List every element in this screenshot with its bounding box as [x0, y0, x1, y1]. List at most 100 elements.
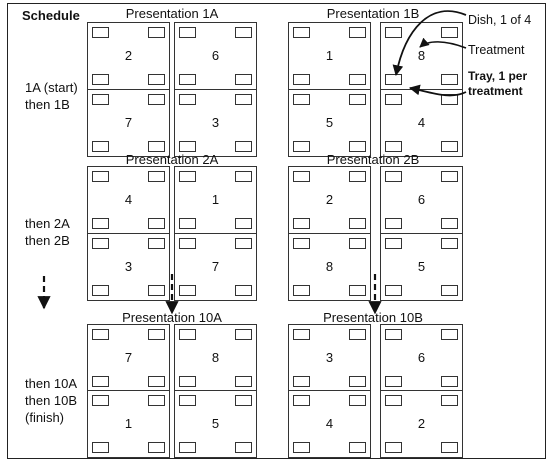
dish: [92, 395, 109, 406]
dish: [179, 94, 196, 105]
tray-treatment-number: 7: [124, 350, 133, 365]
dish: [293, 285, 310, 296]
dish: [179, 27, 196, 38]
dish: [349, 329, 366, 340]
tray: 3: [288, 324, 371, 392]
dish: [293, 395, 310, 406]
dish: [441, 171, 458, 182]
dish: [441, 74, 458, 85]
tray-treatment-number: 4: [124, 192, 133, 207]
tray-treatment-number: 5: [211, 416, 220, 431]
dish: [148, 442, 165, 453]
dish: [441, 27, 458, 38]
dish: [293, 171, 310, 182]
dish: [148, 94, 165, 105]
dish: [92, 376, 109, 387]
tray: 3: [174, 89, 257, 157]
dish: [92, 27, 109, 38]
step-1-line2: then 1B: [25, 97, 70, 112]
dish: [148, 141, 165, 152]
legend-treatment-label: Treatment: [468, 43, 525, 57]
tray: 4: [288, 390, 371, 458]
dish: [92, 238, 109, 249]
legend-tray-line2: treatment: [468, 84, 523, 98]
dish: [179, 238, 196, 249]
dish: [385, 141, 402, 152]
step-3-line2: then 10B: [25, 393, 78, 408]
tray: 1: [288, 22, 371, 90]
dish: [148, 218, 165, 229]
dish: [349, 238, 366, 249]
tray-treatment-number: 3: [211, 115, 220, 130]
tray: 8: [288, 233, 371, 301]
dish: [235, 285, 252, 296]
tray-treatment-number: 3: [124, 259, 133, 274]
dish: [235, 395, 252, 406]
dish: [441, 94, 458, 105]
dish: [179, 141, 196, 152]
dish: [349, 141, 366, 152]
dish: [148, 171, 165, 182]
dish: [441, 141, 458, 152]
dish: [349, 94, 366, 105]
step-2-line2: then 2B: [25, 233, 70, 248]
dish: [235, 329, 252, 340]
tray: 6: [380, 324, 463, 392]
legend-tray-line1: Tray, 1 per: [468, 69, 528, 83]
dish: [148, 74, 165, 85]
dish: [235, 141, 252, 152]
dish: [385, 27, 402, 38]
dish: [385, 74, 402, 85]
dish: [293, 141, 310, 152]
dish: [349, 218, 366, 229]
tray-treatment-number: 6: [417, 192, 426, 207]
tray-treatment-number: 1: [325, 48, 334, 63]
presentation-title: Presentation 10A: [122, 310, 222, 325]
presentation-title: Presentation 10B: [323, 310, 423, 325]
dish: [441, 285, 458, 296]
tray: 4: [87, 166, 170, 234]
dish: [92, 329, 109, 340]
dish: [385, 376, 402, 387]
tray: 5: [174, 390, 257, 458]
presentation-title: Presentation 1B: [326, 6, 420, 21]
dish: [293, 238, 310, 249]
tray: 8: [174, 324, 257, 392]
dish: [293, 74, 310, 85]
step-2-line1: then 2A: [25, 216, 70, 231]
tray-treatment-number: 8: [417, 48, 426, 63]
dish: [179, 218, 196, 229]
step-3-line3: (finish): [25, 410, 65, 425]
dish: [293, 218, 310, 229]
tray-treatment-number: 2: [325, 192, 334, 207]
tray-treatment-number: 4: [417, 115, 426, 130]
tray-treatment-number: 6: [211, 48, 220, 63]
tray: 7: [87, 324, 170, 392]
tray-treatment-number: 8: [211, 350, 220, 365]
dish: [179, 442, 196, 453]
dish: [385, 329, 402, 340]
tray: 7: [87, 89, 170, 157]
dish: [293, 376, 310, 387]
dish: [385, 218, 402, 229]
dish: [92, 218, 109, 229]
dish: [441, 376, 458, 387]
dish: [92, 171, 109, 182]
dish: [349, 285, 366, 296]
dish: [441, 218, 458, 229]
dish: [441, 442, 458, 453]
tray: 5: [288, 89, 371, 157]
dish: [148, 285, 165, 296]
dish: [92, 141, 109, 152]
dish: [235, 218, 252, 229]
tray-treatment-number: 1: [124, 416, 133, 431]
dish: [385, 94, 402, 105]
legend-dish-label: Dish, 1 of 4: [468, 13, 532, 27]
dish: [441, 238, 458, 249]
presentation-title: Presentation 2B: [326, 152, 420, 167]
step-3-line1: then 10A: [25, 376, 78, 391]
legend-tray-label: Tray, 1 per treatment: [468, 69, 527, 99]
tray-treatment-number: 2: [124, 48, 133, 63]
dish: [235, 171, 252, 182]
dish: [179, 171, 196, 182]
